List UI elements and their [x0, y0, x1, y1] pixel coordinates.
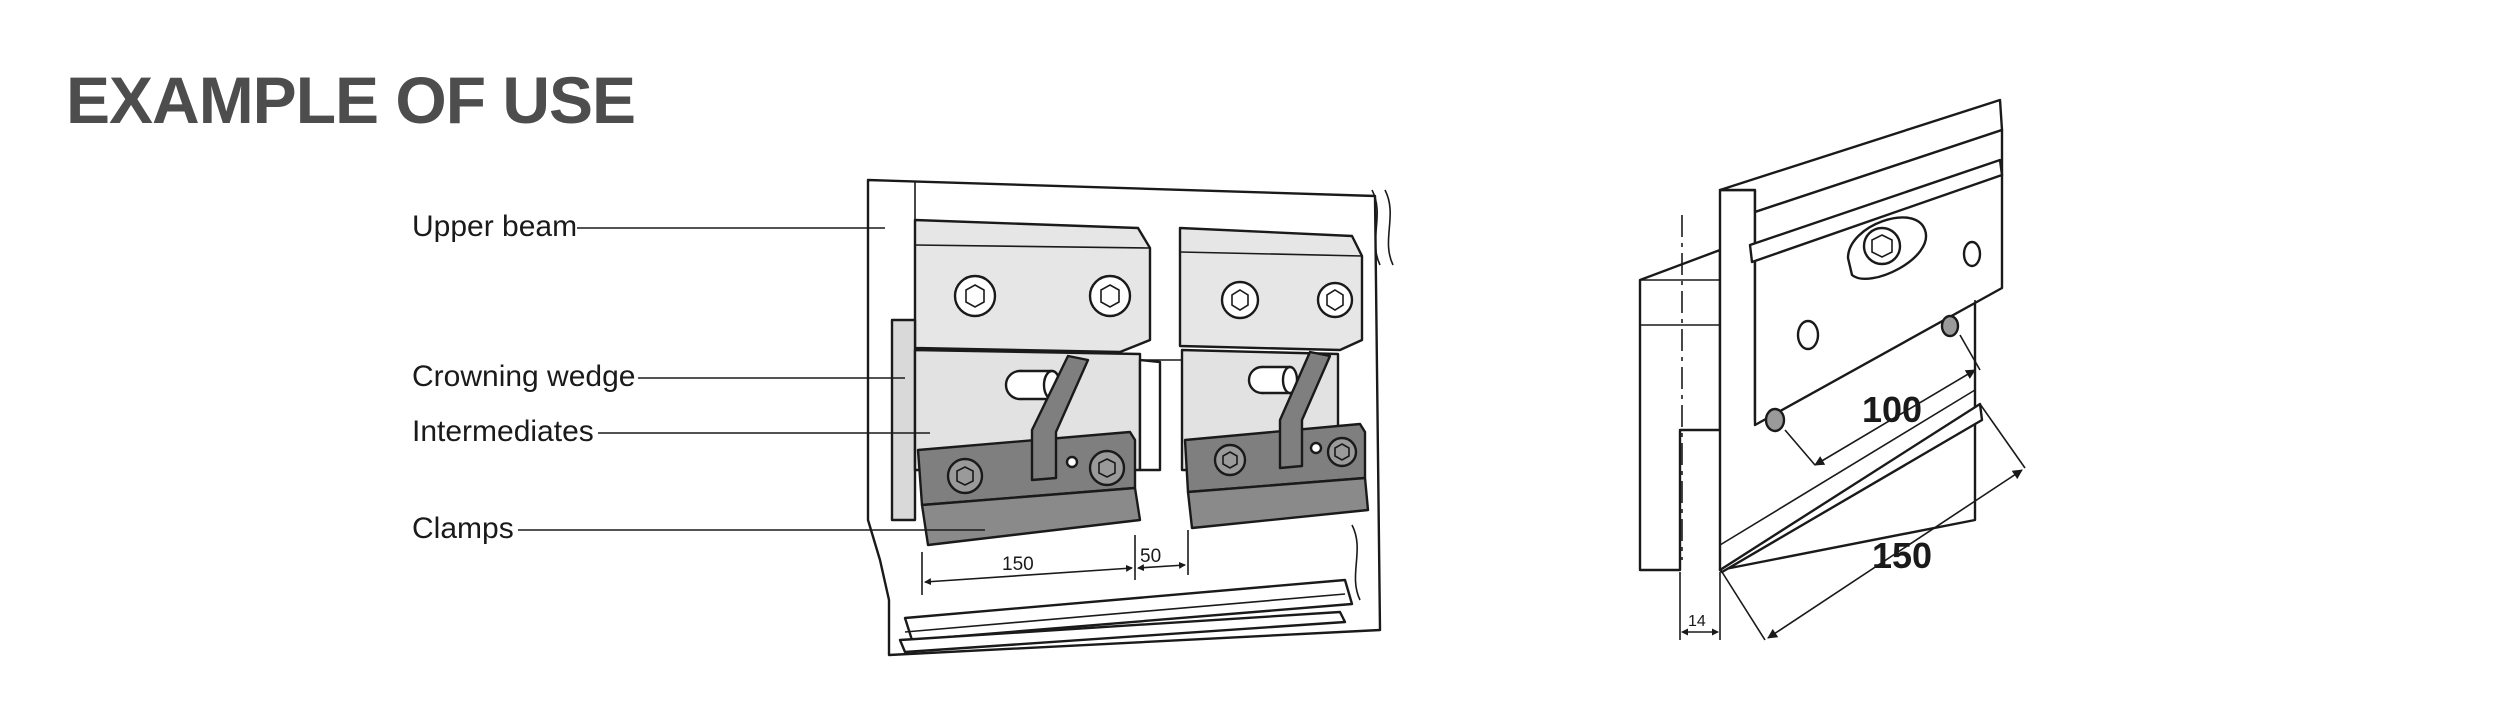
press-brake-assembly — [866, 178, 1394, 657]
label-intermediates: Intermediates — [412, 415, 594, 448]
dim-label-14: 14 — [1688, 613, 1706, 630]
page-title: EXAMPLE OF USE — [66, 63, 636, 137]
clamp-detail — [1638, 98, 2026, 641]
dim-label-150-left: 150 — [1002, 554, 1034, 575]
dim-label-150-right: 150 — [1872, 535, 1932, 576]
dim-label-50: 50 — [1140, 546, 1161, 567]
dim-label-100: 100 — [1862, 389, 1922, 430]
label-clamps: Clamps — [412, 512, 514, 545]
label-crowning-wedge: Crowning wedge — [412, 360, 635, 393]
label-upper-beam: Upper beam — [412, 210, 577, 243]
